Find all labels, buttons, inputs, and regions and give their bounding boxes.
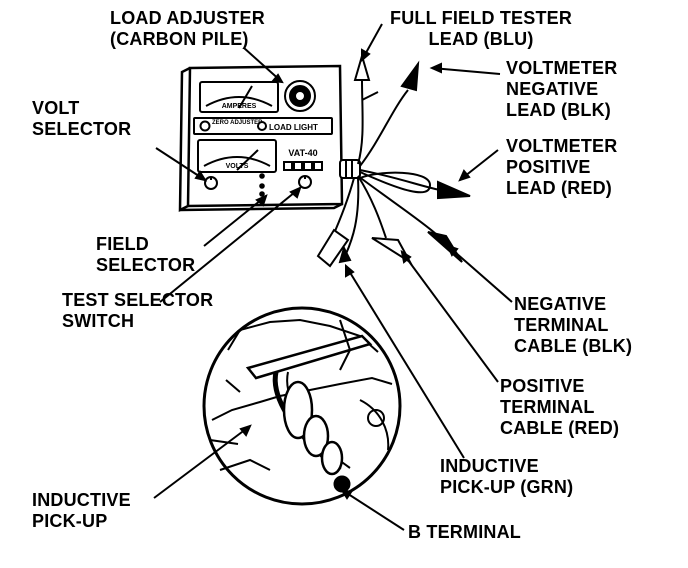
full-field-tester-lead-callout: FULL FIELD TESTER LEAD (BLU) [390, 8, 572, 50]
callout-line: LEAD (BLK) [506, 100, 611, 120]
callout-line: SELECTOR [32, 119, 132, 139]
positive-terminal-cable-callout: POSITIVE TERMINAL CABLE (RED) [500, 376, 619, 439]
voltmeter-positive-lead-callout: VOLTMETER POSITIVE LEAD (RED) [506, 136, 617, 199]
model-label: VAT-40 [288, 148, 317, 158]
callout-line: POSITIVE [500, 376, 585, 396]
callout-line: (CARBON PILE) [110, 29, 249, 49]
inductive-pickup-grn-callout: INDUCTIVE PICK-UP (GRN) [440, 456, 573, 498]
voltmeter-negative-lead-callout: VOLTMETER NEGATIVE LEAD (BLK) [506, 58, 617, 121]
zero-adjuster-strip: ZERO ADJUSTER LOAD LIGHT [193, 117, 333, 135]
load-adjuster-callout: LOAD ADJUSTER (CARBON PILE) [110, 8, 265, 50]
zero-adjuster-label: ZERO ADJUSTER [212, 120, 263, 126]
callout-line: PICK-UP [32, 511, 108, 531]
load-light-label: LOAD LIGHT [269, 123, 318, 132]
callout-line: SWITCH [62, 311, 135, 331]
callout-line: FIELD [96, 234, 149, 254]
callout-line: NEGATIVE [506, 79, 599, 99]
test-selector-switch: VAT-40 [283, 148, 323, 189]
callout-line: PICK-UP (GRN) [440, 477, 574, 497]
voltmeter-gauge: VOLTS [197, 139, 277, 173]
test-selector-switch-callout: TEST SELECTOR SWITCH [62, 290, 213, 332]
leader-lines [153, 23, 513, 531]
callout-line: B TERMINAL [408, 522, 521, 542]
callout-line: VOLTMETER [506, 58, 618, 78]
callout-line: TEST SELECTOR [62, 290, 214, 310]
engine-detail-inset [202, 306, 402, 506]
callout-line: LOAD ADJUSTER [110, 8, 265, 28]
callout-line: FULL FIELD TESTER [390, 8, 573, 28]
callout-line: INDUCTIVE [440, 456, 539, 476]
callout-line: SELECTOR [96, 255, 196, 275]
callout-line: NEGATIVE [514, 294, 607, 314]
callout-line: TERMINAL [500, 397, 595, 417]
callout-line: CABLE (BLK) [514, 336, 633, 356]
callout-line: VOLTMETER [506, 136, 618, 156]
field-selector-callout: FIELD SELECTOR [96, 234, 195, 276]
cable-connector [339, 159, 361, 179]
ammeter-gauge: AMPERES [199, 81, 279, 113]
callout-line: LEAD (BLU) [428, 29, 534, 49]
callout-line: INDUCTIVE [32, 490, 131, 510]
volt-selector-callout: VOLT SELECTOR [32, 98, 131, 140]
negative-terminal-cable-callout: NEGATIVE TERMINAL CABLE (BLK) [514, 294, 632, 357]
load-adjuster-knob [284, 80, 316, 112]
volt-selector-knob [204, 173, 265, 197]
ammeter-label: AMPERES [222, 103, 257, 110]
voltmeter-label: VOLTS [226, 163, 249, 170]
callout-line: LEAD (RED) [506, 178, 612, 198]
callout-line: POSITIVE [506, 157, 591, 177]
callout-line: CABLE (RED) [500, 418, 620, 438]
b-terminal-callout: B TERMINAL [408, 522, 521, 543]
inductive-pickup-callout: INDUCTIVE PICK-UP [32, 490, 131, 532]
callout-line: TERMINAL [514, 315, 609, 335]
callout-line: VOLT [32, 98, 80, 118]
